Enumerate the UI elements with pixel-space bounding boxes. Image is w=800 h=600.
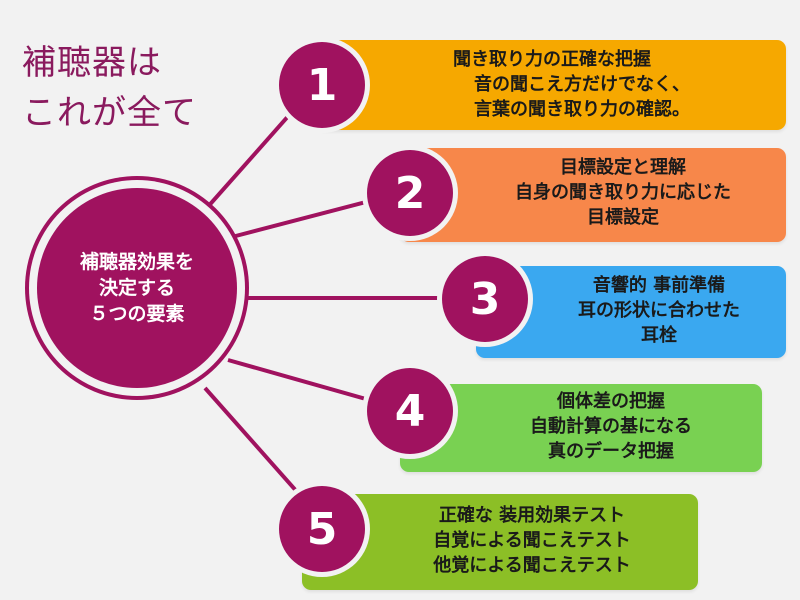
item-heading: 正確な 装用効果テスト bbox=[438, 505, 626, 526]
page-title: 補聴器は これが全て bbox=[22, 38, 197, 138]
item-line: 目標設定 bbox=[587, 207, 659, 228]
item-card-4: 個体差の把握 自動計算の基になる 真のデータ把握 bbox=[400, 384, 762, 472]
item-line: 言葉の聞き取り力の確認。 bbox=[474, 99, 690, 120]
number-badge-2: 2 bbox=[367, 150, 453, 236]
item-heading: 音響的 事前準備 bbox=[592, 275, 726, 296]
hub-line-1: 補聴器効果を bbox=[79, 251, 194, 273]
title-line-2: これが全て bbox=[22, 93, 197, 133]
item-line: 耳栓 bbox=[641, 325, 677, 346]
number-badge-5: 5 bbox=[279, 486, 365, 572]
item-heading: 聞き取り力の正確な把握 bbox=[453, 49, 651, 70]
item-heading: 個体差の把握 bbox=[557, 391, 665, 412]
number-badge-3: 3 bbox=[442, 256, 528, 342]
item-line: 自動計算の基になる bbox=[530, 416, 692, 437]
hub-line-3: ５つの要素 bbox=[89, 303, 185, 325]
item-line: 耳の形状に合わせた bbox=[578, 300, 740, 321]
number-badge-4: 4 bbox=[367, 368, 453, 454]
item-line: 自覚による聞こえテスト bbox=[433, 530, 631, 551]
item-heading: 目標設定と理解 bbox=[560, 157, 686, 178]
number-badge-1: 1 bbox=[279, 42, 365, 128]
item-card-3: 音響的 事前準備 耳の形状に合わせた 耳栓 bbox=[476, 266, 786, 358]
hub-circle: 補聴器効果を 決定する ５つの要素 bbox=[37, 188, 237, 388]
hub-line-2: 決定する bbox=[98, 277, 175, 299]
item-line: 真のデータ把握 bbox=[548, 441, 674, 462]
item-line: 自身の聞き取り力に応じた bbox=[515, 182, 731, 203]
item-card-1: 聞き取り力の正確な把握 音の聞こえ方だけでなく、 言葉の聞き取り力の確認。 bbox=[318, 40, 786, 130]
item-card-2: 目標設定と理解 自身の聞き取り力に応じた 目標設定 bbox=[400, 148, 786, 242]
title-line-1: 補聴器は bbox=[22, 43, 162, 83]
item-card-5: 正確な 装用効果テスト 自覚による聞こえテスト 他覚による聞こえテスト bbox=[302, 494, 698, 590]
item-line: 他覚による聞こえテスト bbox=[433, 555, 631, 576]
item-line: 音の聞こえ方だけでなく、 bbox=[474, 74, 690, 95]
